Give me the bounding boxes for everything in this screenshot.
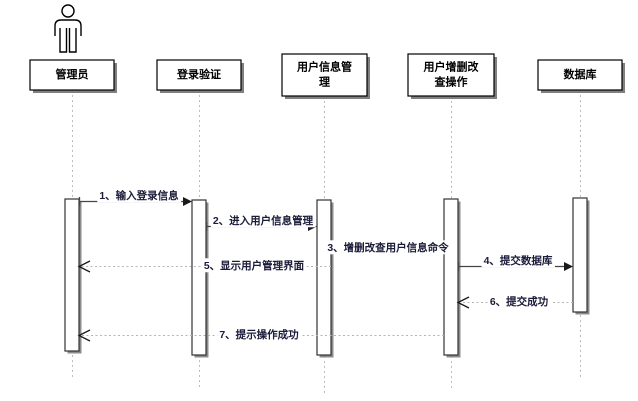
message-arrowhead-1: [183, 197, 192, 206]
person-head-icon: [61, 4, 75, 18]
lifeline-label-user-crud-ops: 查操作: [435, 74, 468, 88]
lifeline-box-admin[interactable]: [29, 59, 115, 91]
lifeline-label-login-verify: 登录验证: [176, 67, 221, 81]
message-arrowhead-7: [77, 329, 91, 342]
message-3[interactable]: 3、增删改查用户信息命令: [325, 240, 452, 255]
activation-bars-layer: [64, 197, 590, 358]
activation-rect-login-verify[interactable]: [191, 199, 207, 356]
lifeline-box-database[interactable]: [537, 59, 623, 91]
activation-rect-user-crud-ops[interactable]: [443, 198, 459, 356]
activation-rect-user-info-mgmt[interactable]: [316, 199, 332, 356]
lifeline-box-user-info-mgmt[interactable]: [281, 53, 368, 97]
activation-rect-admin[interactable]: [64, 198, 80, 352]
message-2[interactable]: 2、进入用户信息管理: [205, 213, 317, 231]
person-right-leg-icon: [68, 28, 77, 53]
lifelines-layer: 管理员登录验证用户信息管理用户增删改查操作数据库: [29, 53, 625, 394]
message-7[interactable]: 7、提示操作成功: [77, 327, 444, 342]
lifeline-box-user-crud-ops[interactable]: [407, 53, 495, 97]
activation-bar-user-crud-ops[interactable]: [443, 198, 461, 358]
lifeline-label-user-info-mgmt: 用户信息管: [297, 59, 352, 73]
messages-layer: 1、输入登录信息 2、进入用户信息管理 3、增删改查用户信息命令 4、提交数据库 5、显…: [77, 188, 573, 342]
activation-bar-login-verify[interactable]: [191, 199, 209, 358]
message-label-backdrop-5: [201, 258, 307, 273]
message-label-6: 6、提交成功: [490, 295, 549, 308]
person-left-leg-icon: [59, 28, 68, 53]
lifeline-label-user-crud-ops: 用户增删改: [424, 59, 480, 73]
message-label-2: 2、进入用户信息管理: [213, 214, 314, 227]
message-arrowhead-4: [564, 262, 573, 271]
message-6[interactable]: 6、提交成功: [456, 294, 573, 309]
message-arrowhead-6: [456, 296, 470, 309]
activation-bar-user-info-mgmt[interactable]: [316, 199, 334, 358]
message-label-4: 4、提交数据库: [484, 254, 553, 267]
message-label-backdrop-3: [325, 240, 452, 255]
activation-rect-database[interactable]: [572, 197, 588, 313]
person-torso-icon: [54, 19, 82, 36]
lifeline-box-login-verify[interactable]: [156, 59, 242, 91]
message-label-1: 1、输入登录信息: [99, 189, 179, 202]
message-1[interactable]: 1、输入登录信息: [78, 188, 192, 206]
message-label-backdrop-6: [487, 294, 551, 309]
message-label-backdrop-7: [217, 327, 302, 342]
lifeline-user-info-mgmt[interactable]: 用户信息管理: [281, 53, 370, 394]
message-label-5: 5、显示用户管理界面: [204, 259, 305, 272]
activation-bar-admin[interactable]: [64, 198, 82, 354]
message-label-3: 3、增删改查用户信息命令: [327, 241, 449, 254]
message-5[interactable]: 5、显示用户管理界面: [77, 258, 331, 273]
message-label-backdrop-1: [97, 188, 182, 203]
lifeline-database[interactable]: 数据库: [537, 59, 625, 380]
message-label-backdrop-4: [481, 253, 555, 268]
activation-bar-database[interactable]: [572, 197, 590, 315]
lifeline-login-verify[interactable]: 登录验证: [156, 59, 244, 388]
actor-layer: [54, 4, 82, 53]
lifeline-admin[interactable]: 管理员: [29, 59, 117, 380]
message-4[interactable]: 4、提交数据库: [457, 253, 573, 271]
message-label-backdrop-2: [210, 213, 316, 228]
message-label-7: 7、提示操作成功: [219, 328, 299, 341]
lifeline-label-database: 数据库: [564, 67, 597, 81]
lifeline-label-admin: 管理员: [56, 67, 89, 81]
person-icon: [54, 4, 82, 53]
lifeline-label-user-info-mgmt: 理: [319, 75, 330, 88]
message-arrowhead-5: [77, 260, 91, 273]
